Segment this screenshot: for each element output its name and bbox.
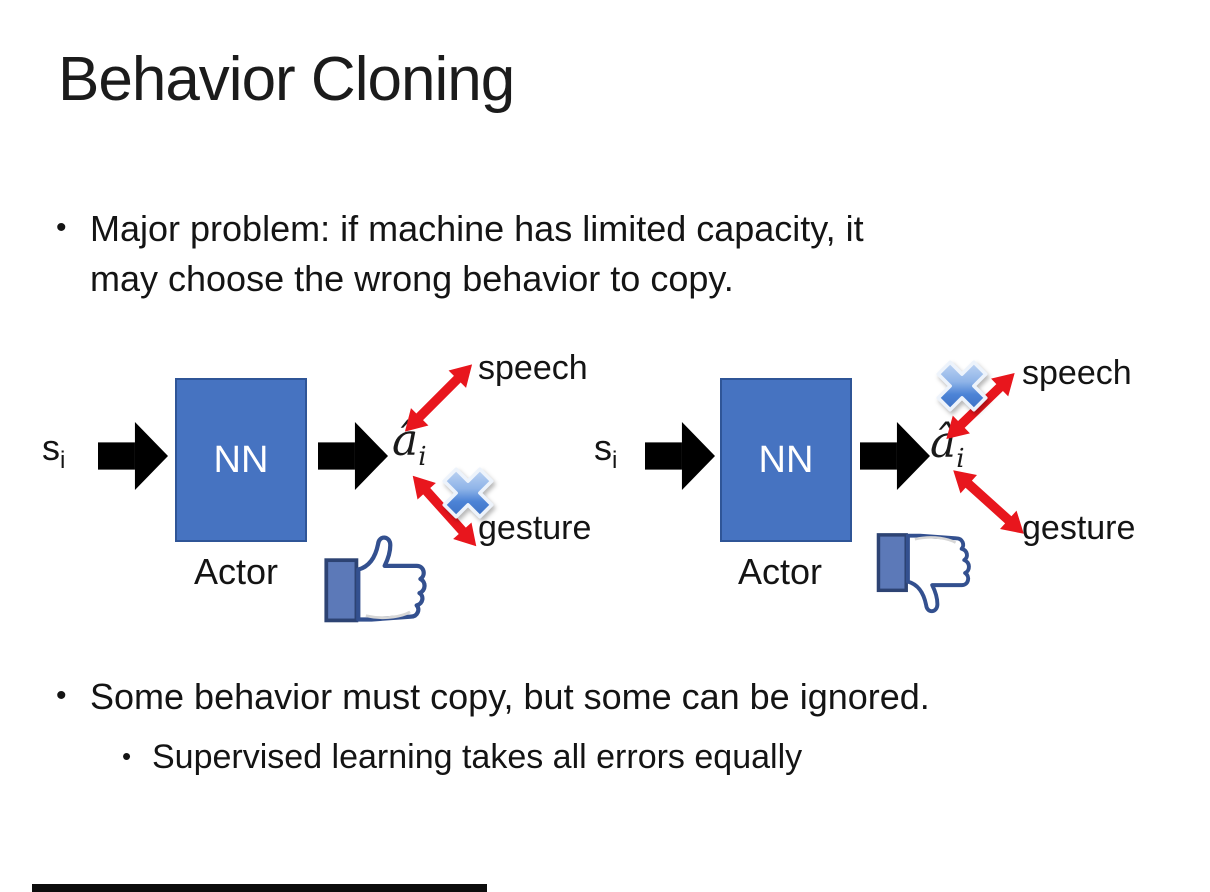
nn-box: NN [175,378,307,542]
actor-label: Actor [194,551,279,592]
cross-out-icon [936,360,988,412]
speech-arrow-icon [946,373,1015,439]
speech-arrow-icon [404,364,473,432]
gesture-arrow-icon [953,470,1024,534]
slide-title: Behavior Cloning [58,45,515,114]
bullet-some-behavior: • Some behavior must copy, but some can … [56,672,1176,722]
bullet-major-problem-text: Major problem: if machine has limited ca… [90,204,864,304]
diagram-behavior-clone-left: si NN âi speech gesture Actor [30,345,592,645]
actor-label: Actor [738,551,823,592]
input-arrow-icon [645,421,715,491]
output-arrow-icon [318,421,388,491]
gesture-arrow-icon [412,475,477,547]
state-input-label: si [42,427,66,475]
bullet-some-behavior-text: Some behavior must copy, but some can be… [90,676,930,717]
speech-label: speech [478,349,588,387]
bottom-edge-bar [32,884,487,892]
bullet-icon: • [56,679,67,712]
bullet-major-problem-line1: Major problem: if machine has limited ca… [90,208,864,249]
thumbs-up-icon [324,535,427,623]
bullet-icon: • [56,211,67,244]
state-input-label: si [594,427,618,475]
cross-out-icon [442,467,494,519]
bullet-major-problem: • Major problem: if machine has limited … [56,204,1106,304]
speech-label: speech [1022,354,1132,392]
output-arrow-icon [860,421,930,491]
bullet-major-problem-line2: may choose the wrong behavior to copy. [90,258,734,299]
diagram-behavior-clone-right: si NN âi speech gesture Actor [575,345,1135,645]
bullet-icon: • [122,741,132,771]
bullet-supervised-text: Supervised learning takes all errors equ… [152,738,803,776]
gesture-label: gesture [1022,509,1136,547]
bullet-supervised: • Supervised learning takes all errors e… [122,734,1122,780]
nn-box: NN [720,378,852,542]
input-arrow-icon [98,421,168,491]
gesture-label: gesture [478,509,592,547]
thumbs-down-icon [876,533,971,614]
